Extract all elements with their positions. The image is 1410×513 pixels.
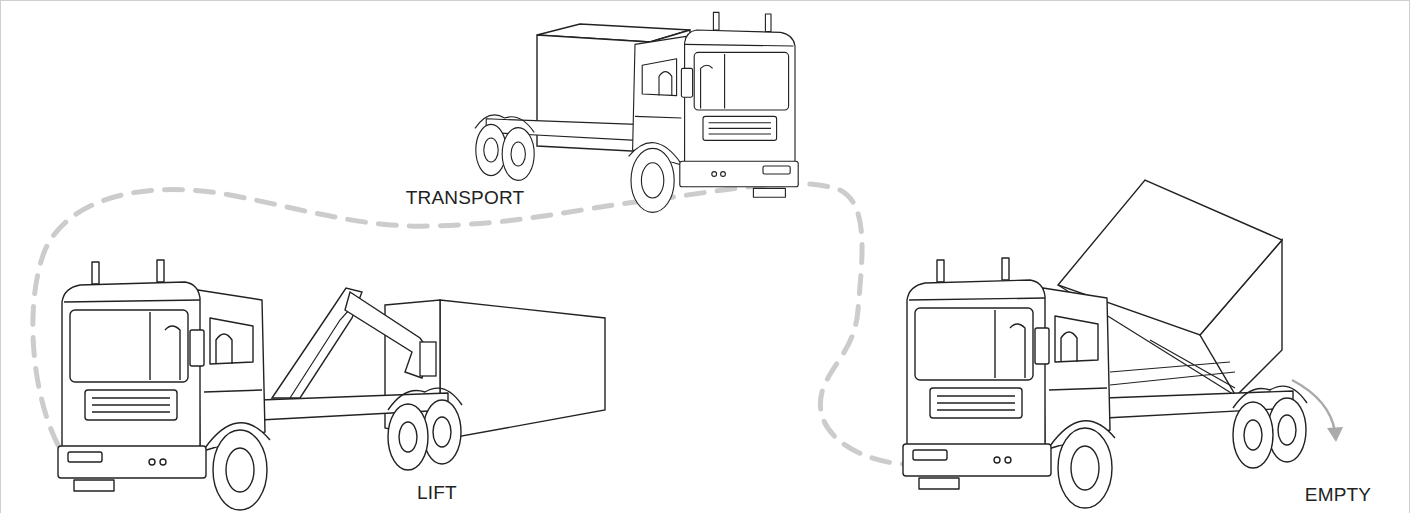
lift-truck [58,260,605,510]
step-label: LIFT [417,482,457,504]
hook-arm [290,300,358,398]
container-side [440,300,605,440]
hook-beam [345,292,430,378]
step-label: TRANSPORT [406,187,525,209]
empty-truck [903,180,1343,508]
tip-arrowhead [1327,427,1343,442]
step-label: EMPTY [1305,484,1371,506]
container-hook [420,342,436,376]
tip-arrow [1292,380,1335,432]
tipping-frame [1110,340,1235,388]
transport-truck [475,12,798,212]
